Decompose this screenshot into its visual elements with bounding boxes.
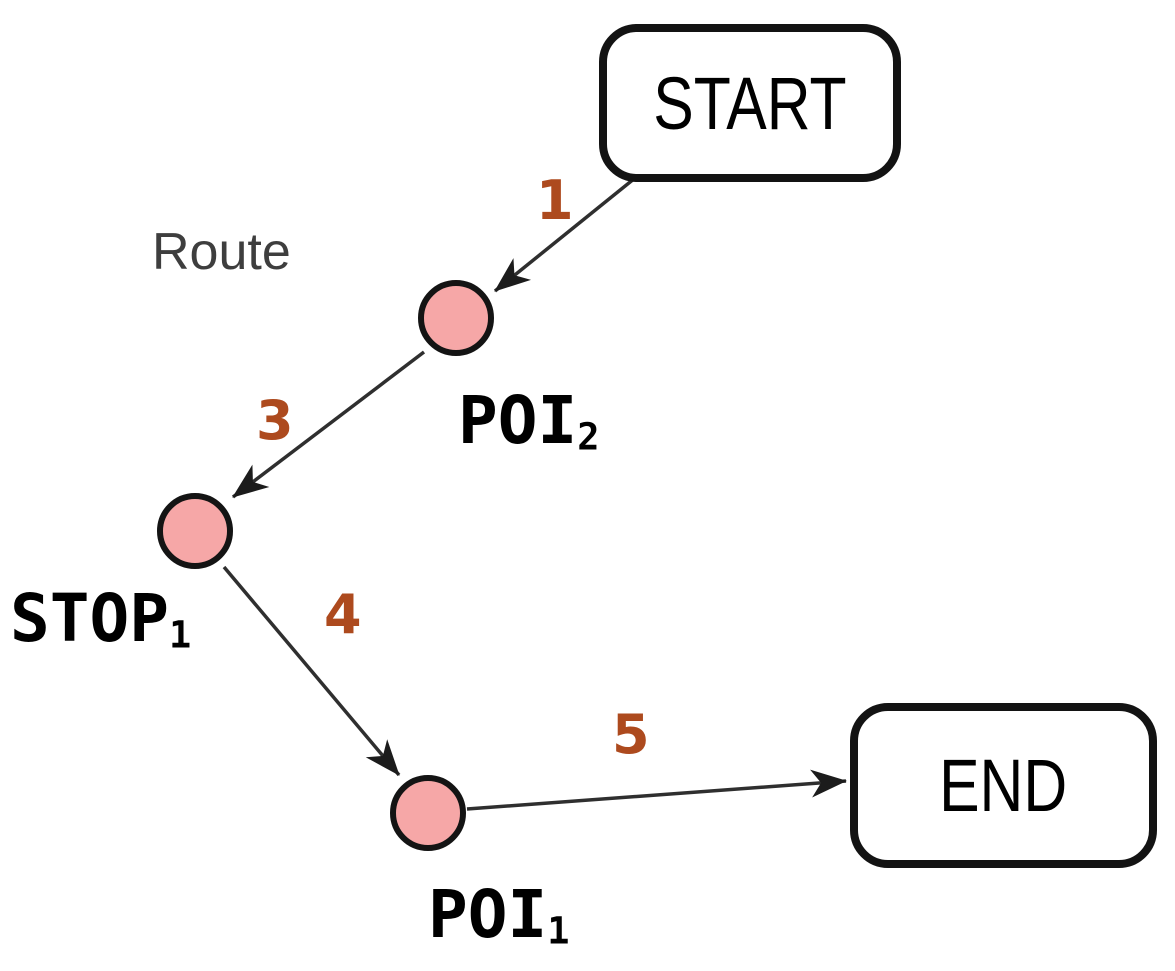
node-poi1-label: POI1 — [428, 882, 570, 953]
edge-stop1-poi1 — [222, 565, 401, 777]
node-poi2-label: POI2 — [458, 388, 600, 459]
edge-label-3: 3 — [256, 389, 294, 452]
edge-label-4: 4 — [324, 583, 362, 646]
node-stop1-text: STOP — [10, 580, 169, 657]
node-start: START — [599, 24, 901, 182]
node-end-label: END — [939, 744, 1068, 827]
node-poi1-marker — [390, 775, 466, 851]
node-stop1-label: STOP1 — [10, 586, 192, 657]
route-title: Route — [152, 223, 291, 281]
edge-label-1: 1 — [536, 169, 574, 232]
node-stop1-subscript: 1 — [168, 613, 192, 657]
node-poi1-text: POI — [428, 876, 548, 953]
node-poi2-text: POI — [458, 382, 578, 459]
node-start-label: START — [653, 61, 847, 145]
edge-poi1-end — [466, 769, 847, 811]
node-poi1-subscript: 1 — [547, 909, 570, 953]
node-stop1-marker — [157, 493, 233, 569]
node-end: END — [850, 703, 1157, 868]
edge-label-5: 5 — [612, 703, 650, 766]
node-poi2-subscript: 2 — [577, 415, 600, 459]
edge-start-poi2 — [493, 168, 647, 293]
edge-poi2-stop1 — [231, 350, 426, 499]
node-poi2-marker — [418, 280, 494, 356]
